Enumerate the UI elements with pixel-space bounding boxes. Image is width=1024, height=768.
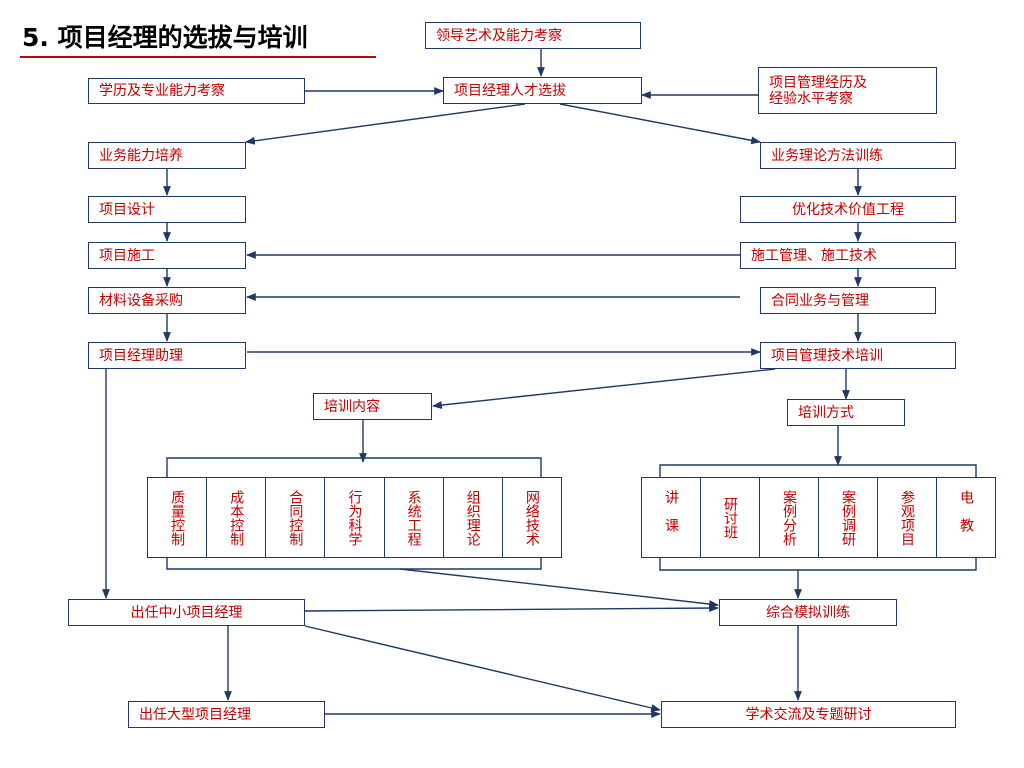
project-design-node: 项目设计 <box>88 196 246 223</box>
selection-node: 项目经理人才选拔 <box>443 77 642 104</box>
training-method-node: 培训方式 <box>787 399 905 426</box>
title-number: 5 <box>22 23 40 52</box>
large-pm-node: 出任大型项目经理 <box>128 701 325 728</box>
method-bracket-bottom <box>659 557 977 571</box>
content-item: 质量控制 <box>148 478 208 557</box>
edge-techtraining-content <box>432 368 776 409</box>
experience-node: 项目管理经历及 经验水平考察 <box>758 67 937 114</box>
material-procurement-node: 材料设备采购 <box>88 287 246 314</box>
content-item: 组织理论 <box>444 478 503 557</box>
business-theory-node: 业务理论方法训练 <box>760 142 956 169</box>
pm-tech-training-node: 项目管理技术培训 <box>760 342 956 369</box>
academic-node: 学术交流及专题研讨 <box>661 701 956 728</box>
title-underline <box>20 56 376 58</box>
education-node: 学历及专业能力考察 <box>88 78 305 104</box>
method-item: 研讨班 <box>701 478 760 557</box>
edge-smallpm-academic <box>304 625 661 712</box>
page-title: 5. 项目经理的选拔与培训 <box>22 23 308 52</box>
content-bracket-top <box>166 457 542 477</box>
leadership-node: 领导艺术及能力考察 <box>425 22 641 49</box>
method-item: 讲课 <box>642 478 701 557</box>
business-ability-node: 业务能力培养 <box>88 142 246 169</box>
contract-mgmt-node: 合同业务与管理 <box>760 287 936 314</box>
construction-mgmt-node: 施工管理、施工技术 <box>740 242 956 269</box>
content-item: 成本控制 <box>207 478 267 557</box>
edge-selection-business <box>245 103 526 145</box>
content-bracket-bottom <box>166 557 542 570</box>
edge-smallpm-simulation <box>304 604 719 612</box>
training-method-list: 讲课 研讨班 案例分析 案例调研 参观项目 电教 <box>641 477 996 558</box>
training-content-node: 培训内容 <box>313 393 432 420</box>
title-text: 项目经理的选拔与培训 <box>57 23 308 52</box>
method-bracket-top <box>659 464 977 477</box>
content-item: 网络技术 <box>523 489 540 546</box>
value-engineering-node: 优化技术价值工程 <box>740 196 956 223</box>
pm-assistant-node: 项目经理助理 <box>88 342 246 369</box>
content-item: 行为科学 <box>325 478 385 557</box>
project-construction-node: 项目施工 <box>88 242 246 269</box>
content-item: 系统工程 <box>385 478 444 557</box>
method-item: 案例调研 <box>819 478 878 557</box>
edge-selection-theory <box>559 103 761 145</box>
content-item: 合同控制 <box>266 478 326 557</box>
simulation-node: 综合模拟训练 <box>719 599 897 626</box>
small-pm-node: 出任中小项目经理 <box>68 599 305 626</box>
edge-content-simulation <box>399 568 719 608</box>
method-item: 电教 <box>958 489 974 546</box>
method-item: 案例分析 <box>760 478 819 557</box>
training-content-list: 质量控制 成本控制 合同控制 行为科学 系统工程 组织理论 网络技术 <box>147 477 562 558</box>
experience-line-1: 项目管理经历及 <box>769 74 867 91</box>
method-item: 参观项目 <box>878 478 937 557</box>
experience-line-2: 经验水平考察 <box>769 90 853 107</box>
